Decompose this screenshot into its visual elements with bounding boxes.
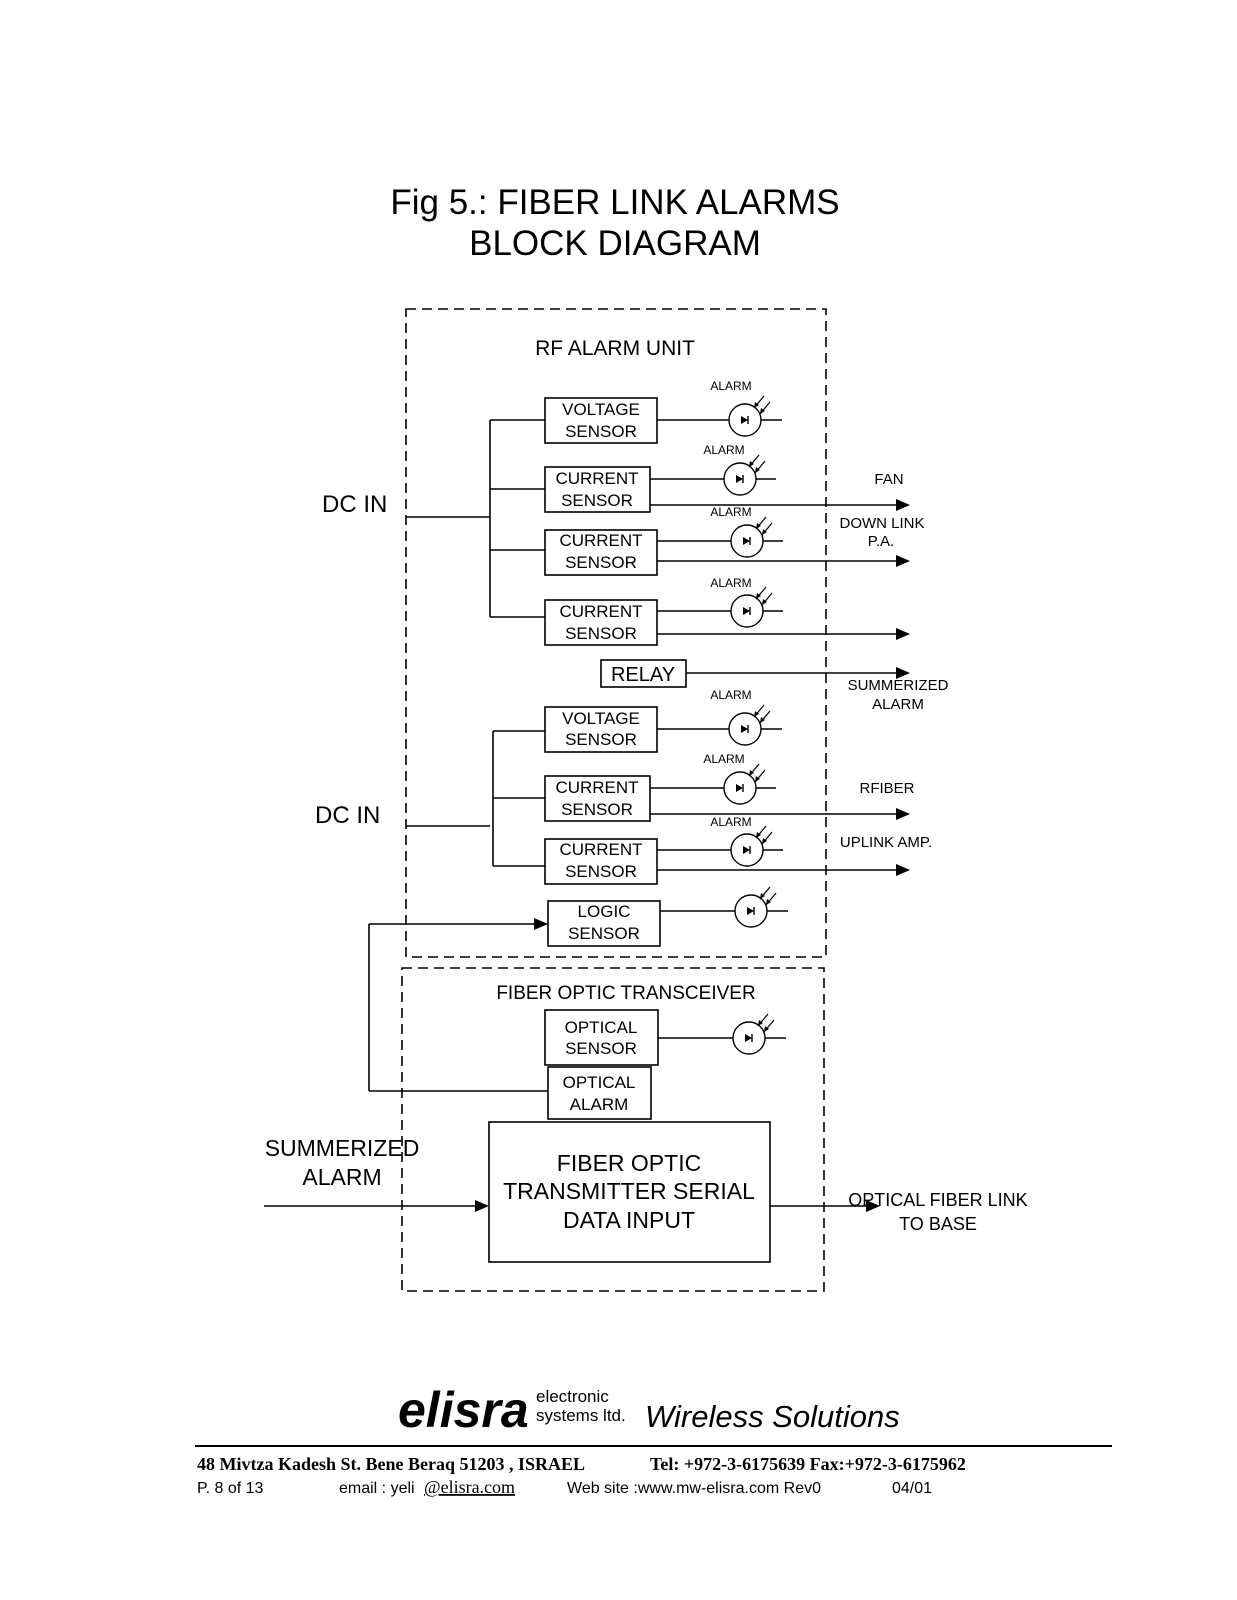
current-sensor-block-2: CURRENT SENSOR — [544, 529, 658, 576]
alarm-label: ALARM — [710, 505, 751, 519]
alarm-label: ALARM — [703, 752, 744, 766]
led-alarm-icon — [723, 454, 766, 496]
footer-date: 04/01 — [892, 1480, 932, 1497]
footer-tel-fax: Tel: +972-3-6175639 Fax:+972-3-6175962 — [650, 1454, 966, 1474]
footer-address: 48 Mivtza Kadesh St. Bene Beraq 51203 , … — [197, 1454, 585, 1474]
optical-fiber-link-label-2: TO BASE — [899, 1214, 977, 1234]
rfiber-output-label: RFIBER — [859, 780, 914, 797]
summerized-alarm-input-label-1: SUMMERIZED — [265, 1135, 420, 1161]
led-alarm-icon — [728, 395, 771, 437]
svg-text:DATA INPUT: DATA INPUT — [563, 1207, 695, 1233]
svg-text:RELAY: RELAY — [611, 664, 675, 686]
rf-alarm-unit-label: RF ALARM UNIT — [535, 337, 695, 360]
led-alarm-icon — [723, 763, 766, 805]
svg-text:CURRENT: CURRENT — [559, 602, 642, 621]
summerized-alarm-input-label-2: ALARM — [302, 1164, 381, 1190]
slogan: Wireless Solutions — [645, 1399, 900, 1434]
led-alarm-icon — [732, 1013, 775, 1055]
footer-website: Web site :www.mw-elisra.com Rev0 — [567, 1480, 821, 1497]
svg-text:OPTICAL: OPTICAL — [565, 1018, 638, 1037]
elisra-logo: elisra — [398, 1382, 529, 1438]
alarm-label: ALARM — [703, 443, 744, 457]
led-alarm-icon — [728, 704, 771, 746]
svg-text:LOGIC: LOGIC — [578, 902, 631, 921]
alarm-label: ALARM — [710, 576, 751, 590]
svg-text:CURRENT: CURRENT — [559, 840, 642, 859]
current-sensor-block-1: CURRENT SENSOR — [544, 466, 651, 513]
fiber-optic-transceiver-label: FIBER OPTIC TRANSCEIVER — [496, 983, 755, 1004]
optical-alarm-block: OPTICAL ALARM — [547, 1066, 652, 1120]
svg-text:ALARM: ALARM — [570, 1095, 629, 1114]
rf-alarm-unit-enclosure — [405, 308, 827, 958]
logo-subtitle-2: systems ltd. — [536, 1406, 626, 1425]
fiber-optic-transceiver-enclosure — [401, 967, 825, 1292]
led-alarm-icon — [730, 516, 773, 558]
svg-text:OPTICAL: OPTICAL — [563, 1073, 636, 1092]
svg-text:SENSOR: SENSOR — [561, 800, 633, 819]
current-sensor-block-4: CURRENT SENSOR — [544, 775, 651, 822]
logic-sensor-block: LOGIC SENSOR — [547, 900, 661, 947]
svg-text:SENSOR: SENSOR — [568, 924, 640, 943]
figure-title-line1: Fig 5.: FIBER LINK ALARMS — [390, 183, 839, 222]
led-alarm-icon — [730, 825, 773, 867]
svg-text:VOLTAGE: VOLTAGE — [562, 709, 640, 728]
voltage-sensor-block-1: VOLTAGE SENSOR — [544, 397, 658, 444]
logo-subtitle-1: electronic — [536, 1387, 609, 1406]
svg-text:SENSOR: SENSOR — [561, 491, 633, 510]
svg-text:CURRENT: CURRENT — [555, 469, 638, 488]
alarm-label: ALARM — [710, 815, 751, 829]
fiber-optic-transmitter-block: FIBER OPTIC TRANSMITTER SERIAL DATA INPU… — [488, 1121, 771, 1263]
svg-text:SENSOR: SENSOR — [565, 730, 637, 749]
led-alarm-icon — [734, 886, 777, 928]
uplink-amp-output-label: UPLINK AMP. — [840, 834, 932, 851]
figure-title-line2: BLOCK DIAGRAM — [469, 224, 761, 263]
footer-email-label: email : yeli — [339, 1480, 415, 1497]
svg-text:CURRENT: CURRENT — [559, 531, 642, 550]
svg-text:CURRENT: CURRENT — [555, 778, 638, 797]
down-link-pa-label: P.A. — [868, 533, 894, 550]
optical-sensor-block: OPTICAL SENSOR — [544, 1009, 659, 1066]
footer-email-link[interactable]: @elisra.com — [424, 1477, 515, 1497]
alarm-label: ALARM — [710, 688, 751, 702]
svg-text:SENSOR: SENSOR — [565, 553, 637, 572]
svg-text:VOLTAGE: VOLTAGE — [562, 400, 640, 419]
voltage-sensor-block-2: VOLTAGE SENSOR — [544, 706, 658, 753]
footer-page-number: P. 8 of 13 — [197, 1480, 264, 1497]
svg-text:SENSOR: SENSOR — [565, 422, 637, 441]
svg-text:TRANSMITTER SERIAL: TRANSMITTER SERIAL — [503, 1178, 755, 1204]
current-sensor-block-5: CURRENT SENSOR — [544, 838, 658, 885]
relay-block: RELAY — [600, 659, 687, 688]
svg-text:FIBER OPTIC: FIBER OPTIC — [557, 1150, 701, 1176]
led-alarm-icon — [730, 586, 773, 628]
svg-text:SENSOR: SENSOR — [565, 1039, 637, 1058]
dc-in-label-2: DC IN — [315, 802, 380, 829]
summerized-alarm-output-label-2: ALARM — [872, 696, 924, 713]
fan-output-label: FAN — [874, 471, 903, 488]
dc-in-label-1: DC IN — [322, 491, 387, 518]
current-sensor-block-3: CURRENT SENSOR — [544, 599, 658, 646]
svg-text:SENSOR: SENSOR — [565, 624, 637, 643]
svg-text:SENSOR: SENSOR — [565, 862, 637, 881]
down-link-output-label: DOWN LINK — [839, 515, 924, 532]
alarm-label: ALARM — [710, 379, 751, 393]
summerized-alarm-output-label-1: SUMMERIZED — [848, 677, 949, 694]
optical-fiber-link-label-1: OPTICAL FIBER LINK — [848, 1190, 1027, 1210]
